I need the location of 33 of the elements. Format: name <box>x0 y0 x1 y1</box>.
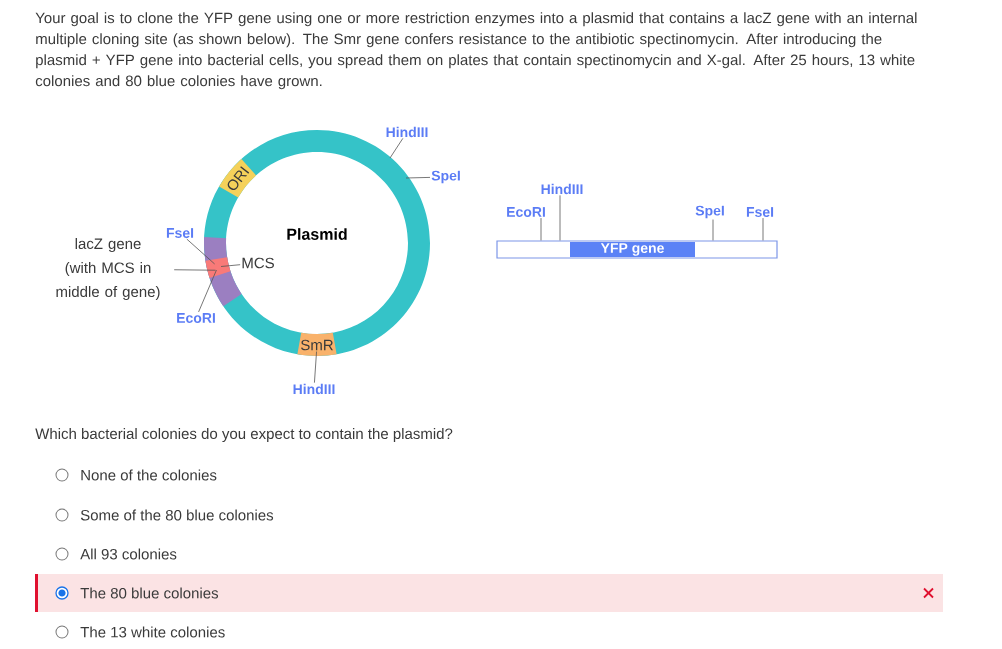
option-text: The 13 white colonies <box>80 626 225 638</box>
leader-line <box>762 217 764 241</box>
leader-line <box>559 194 561 241</box>
leader-line <box>389 137 404 159</box>
leader-line <box>198 269 217 313</box>
instructions-text: Your goal is to clone the YFP gene using one or more restriction enzymes into a plasmid that contains a lacZ gene with an internal multiple cloning site (as shown below). The Smr gene confers resistance to the antibiotic spectinomycin. After introducing the plasmid + YFP gene into bacterial cells, you spread them on plates that contain spectinomycin and X-gal. After 25 hours, 13 white colonies and 80 blue colonies have grown. <box>35 12 917 90</box>
option-text: None of the colonies <box>81 469 217 481</box>
leader-line <box>220 264 241 267</box>
enzyme-label: HindIII <box>386 126 428 138</box>
enzyme-label: FseI <box>166 228 194 238</box>
option-text: The 80 blue colonies <box>80 587 219 599</box>
leader-line <box>712 219 714 241</box>
leader-line <box>173 269 216 271</box>
question-text: Which bacterial colonies do you expect to contain the plasmid? <box>35 428 453 442</box>
enzyme-label: SpeI <box>431 170 460 184</box>
leader-line <box>540 217 542 241</box>
enzyme-label: HindIII <box>293 383 335 395</box>
gene-insert: YFP gene <box>570 242 695 257</box>
option-text: All 93 colonies <box>80 548 177 560</box>
option-text: Some of the 80 blue colonies <box>80 509 274 521</box>
gene-label: lacZ gene (with MCS in middle of gene) <box>56 238 160 300</box>
leader-line <box>314 351 317 384</box>
leader-line <box>186 238 215 265</box>
enzyme-label: EcoRI <box>177 313 215 323</box>
enzyme-label: FseI <box>746 207 774 217</box>
enzyme-label: EcoRI <box>507 207 545 217</box>
mcs-segment <box>205 257 231 278</box>
leader-line <box>405 177 431 179</box>
site-label: MCS <box>242 257 274 269</box>
enzyme-label: SpeI <box>695 205 724 219</box>
smr-segment: SmR <box>297 332 337 356</box>
enzyme-label: HindIII <box>541 183 583 195</box>
ori-segment: ORI <box>219 159 257 198</box>
